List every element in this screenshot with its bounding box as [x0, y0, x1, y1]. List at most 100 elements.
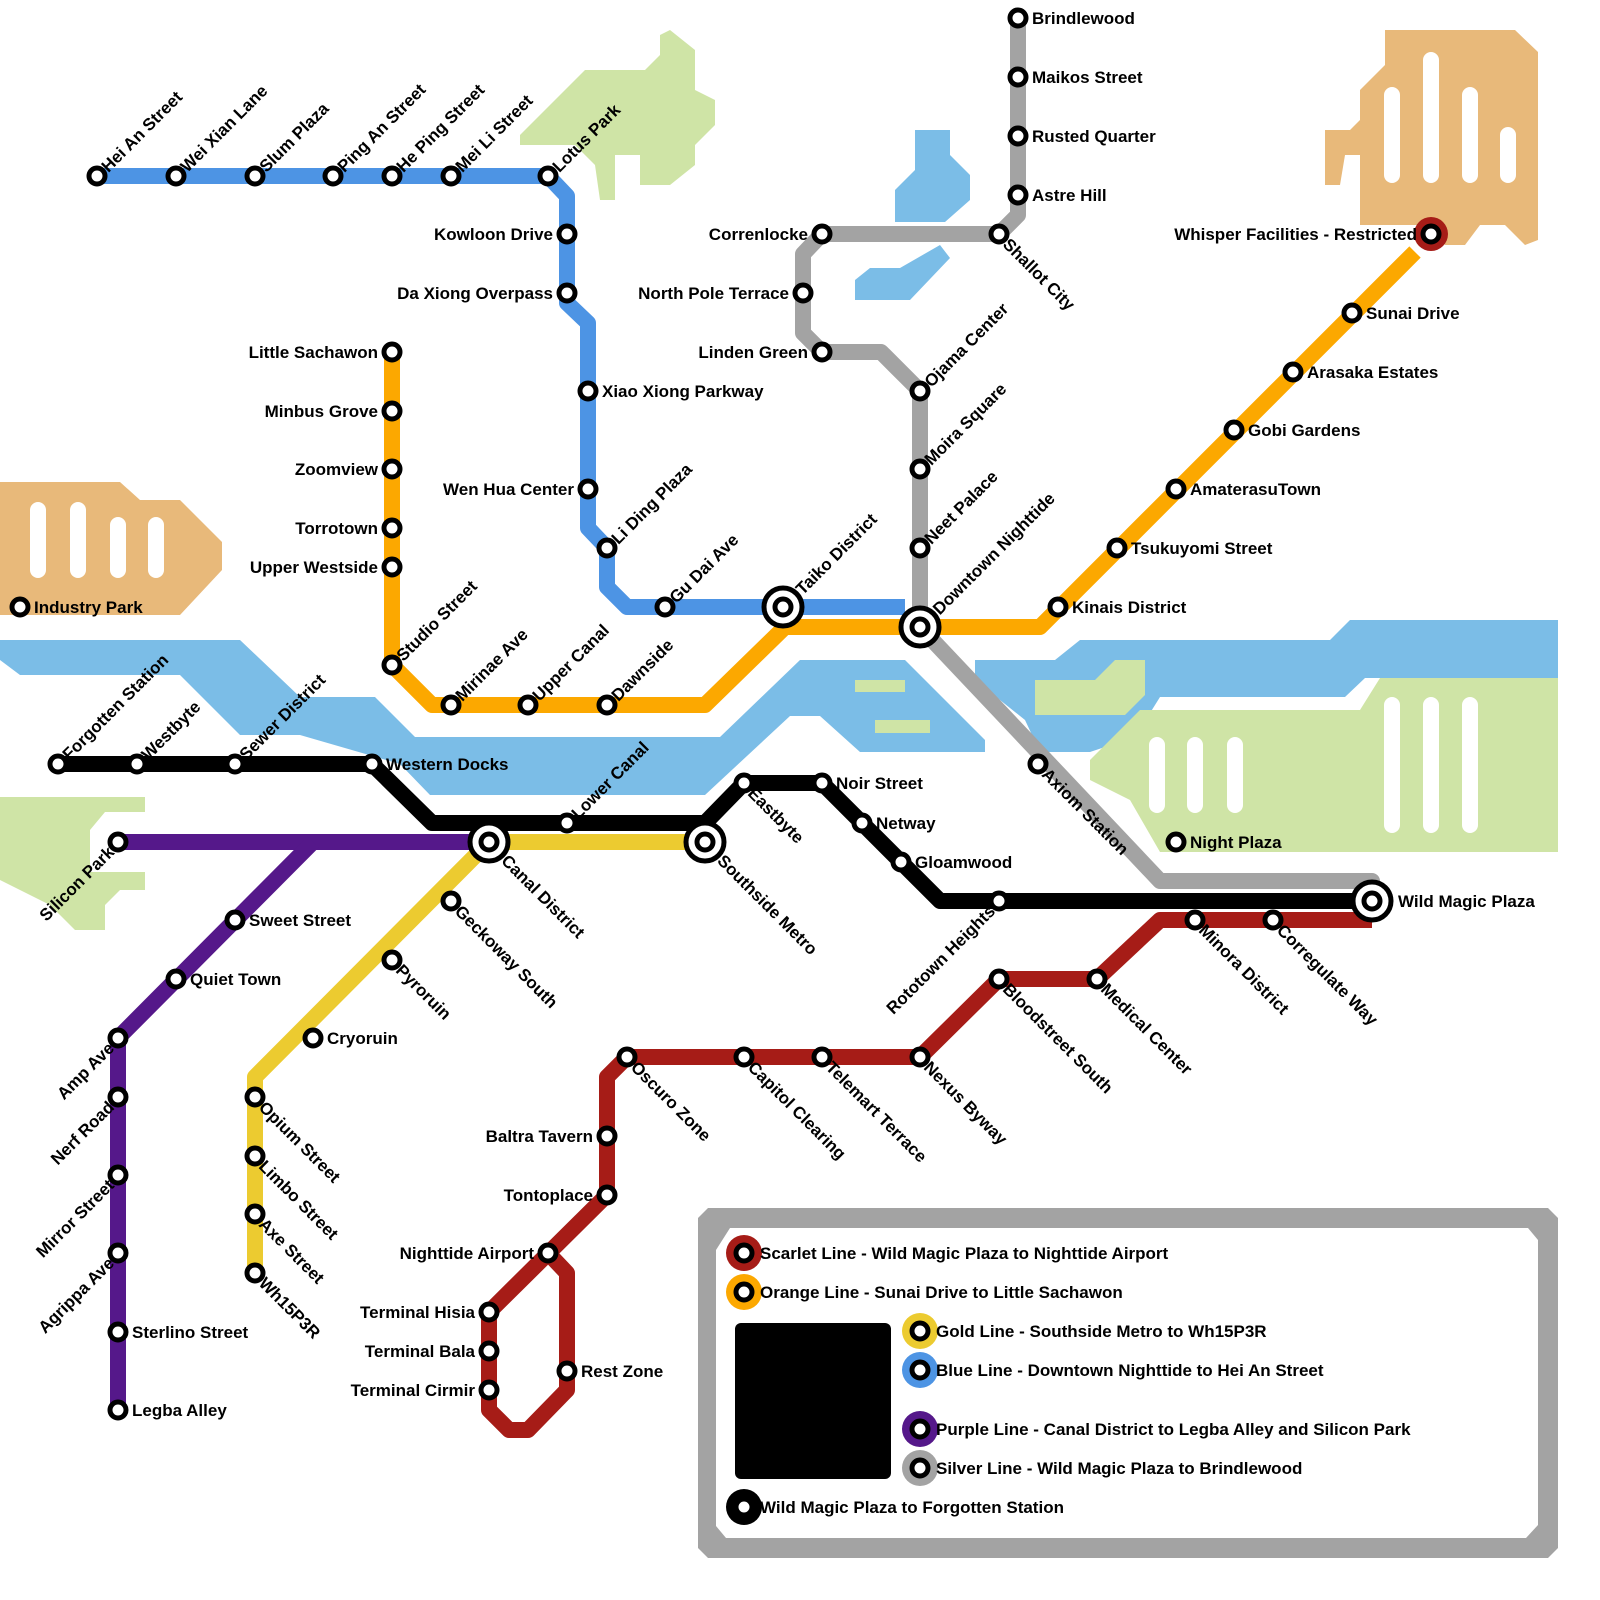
station[interactable]: Terminal Cirmir — [351, 1379, 500, 1401]
station[interactable]: Sweet Street — [224, 909, 351, 931]
legend-item-orange: Orange Line - Sunai Drive to Little Sach… — [726, 1274, 1123, 1310]
station[interactable]: Bloodstreet South — [988, 968, 1117, 1098]
station[interactable]: North Pole Terrace — [638, 282, 814, 304]
station[interactable]: Upper Westside — [250, 556, 403, 578]
station-label: Western Docks — [386, 755, 509, 774]
station-dot-icon — [107, 1164, 129, 1186]
station-label: Upper Westside — [250, 558, 378, 577]
station[interactable]: Gloamwood — [890, 851, 1012, 873]
station[interactable]: Tontoplace — [504, 1184, 618, 1206]
station-label: Nerf Road — [47, 1098, 118, 1169]
station-dot-icon — [1007, 125, 1029, 147]
station-label: Mirinae Ave — [452, 625, 532, 705]
station[interactable]: Terminal Bala — [365, 1340, 500, 1362]
station-dot-icon — [440, 165, 462, 187]
station-dot-icon — [381, 556, 403, 578]
station[interactable]: Night Plaza — [1165, 831, 1282, 853]
park-area — [875, 720, 930, 733]
station-label: Baltra Tavern — [486, 1127, 593, 1146]
station-dot-icon — [440, 890, 462, 912]
station[interactable]: Little Sachawon — [249, 341, 403, 363]
station[interactable]: Wen Hua Center — [443, 478, 599, 500]
station-label: Correnlocke — [709, 225, 808, 244]
station[interactable]: Xiao Xiong Parkway — [577, 380, 764, 402]
station[interactable]: Whisper Facilities - Restricted — [1174, 217, 1448, 251]
station[interactable]: Shallot City — [988, 223, 1079, 315]
station[interactable]: Cryoruin — [302, 1027, 398, 1049]
station[interactable]: Zoomview — [295, 458, 403, 480]
station-label: Medical Center — [1097, 980, 1196, 1079]
station[interactable]: Gobi Gardens — [1223, 419, 1360, 441]
station[interactable]: Rusted Quarter — [1007, 125, 1156, 147]
station-label: Arasaka Estates — [1307, 363, 1438, 382]
station[interactable]: Kinais District — [1047, 596, 1187, 618]
station-dot-icon — [909, 1418, 931, 1440]
station-label: Cryoruin — [327, 1029, 398, 1048]
station[interactable]: Wild Magic Plaza — [1350, 879, 1535, 923]
blue-line — [97, 168, 905, 615]
station[interactable]: Netway — [851, 812, 936, 834]
station-dot-icon — [478, 1379, 500, 1401]
station[interactable]: Quiet Town — [165, 968, 281, 990]
station[interactable]: Nexus Byway — [909, 1046, 1011, 1149]
park-area — [520, 30, 715, 200]
station[interactable]: Legba Alley — [107, 1399, 227, 1421]
station-label: Kowloon Drive — [434, 225, 553, 244]
station-label: Taiko District — [792, 510, 881, 599]
station-dot-icon — [381, 949, 403, 971]
station-dot-icon — [1106, 537, 1128, 559]
station-dot-icon — [381, 400, 403, 422]
station-dot-icon — [244, 1262, 266, 1284]
station-dot-icon — [577, 478, 599, 500]
station-label: Moira Square — [921, 379, 1011, 469]
station[interactable]: Brindlewood — [1007, 7, 1135, 29]
black-line — [58, 756, 1372, 909]
station[interactable]: Linden Green — [698, 341, 833, 363]
station-dot-icon — [381, 341, 403, 363]
station-label: Bloodstreet South — [999, 980, 1117, 1098]
station[interactable]: Tsukuyomi Street — [1106, 537, 1273, 559]
station-label: Tsukuyomi Street — [1131, 539, 1273, 558]
station[interactable]: Kowloon Drive — [434, 223, 578, 245]
station[interactable]: Industry Park — [9, 596, 143, 618]
station[interactable]: AmaterasuTown — [1165, 478, 1321, 500]
station[interactable]: Sterlino Street — [107, 1321, 249, 1343]
station[interactable]: Torrotown — [295, 517, 403, 539]
station[interactable]: Maikos Street — [1007, 66, 1143, 88]
station[interactable]: Medical Center — [1086, 968, 1196, 1079]
station[interactable]: Li Ding Plaza — [596, 459, 696, 559]
station[interactable]: Noir Street — [811, 772, 923, 794]
station-dot-icon — [478, 1340, 500, 1362]
station-label: Xiao Xiong Parkway — [602, 382, 764, 401]
station[interactable]: Nighttide Airport — [400, 1242, 559, 1264]
station[interactable]: Pyroruin — [381, 949, 455, 1024]
station-dot-icon — [811, 772, 833, 794]
station-dot-icon — [577, 380, 599, 402]
station[interactable]: Baltra Tavern — [486, 1125, 618, 1147]
station[interactable]: Geckoway South — [440, 890, 561, 1012]
station[interactable]: Sunai Drive — [1341, 302, 1460, 324]
station-dot-icon — [107, 831, 129, 853]
station[interactable]: Arasaka Estates — [1282, 361, 1438, 383]
station-dot-icon — [107, 1399, 129, 1421]
station-dot-icon — [909, 1457, 931, 1479]
water-area — [975, 620, 1558, 752]
park-area — [0, 797, 145, 930]
station[interactable]: Terminal Hisia — [360, 1301, 500, 1323]
station-dot-icon — [733, 1046, 755, 1068]
station-label: Terminal Hisia — [360, 1303, 475, 1322]
station[interactable]: Rest Zone — [556, 1360, 663, 1382]
station[interactable]: Astre Hill — [1007, 184, 1107, 206]
station[interactable]: Western Docks — [361, 753, 509, 775]
station[interactable]: Southside Metro — [683, 820, 821, 959]
station[interactable]: Minbus Grove — [265, 400, 403, 422]
station-dot-icon — [1007, 66, 1029, 88]
station-dot-icon — [1341, 302, 1363, 324]
station-dot-icon — [244, 165, 266, 187]
station-dot-icon — [556, 812, 578, 834]
station[interactable]: Correnlocke — [709, 223, 833, 245]
station-label: Gloamwood — [915, 853, 1012, 872]
station-dot-icon — [1027, 753, 1049, 775]
station-label: Industry Park — [34, 598, 143, 617]
station[interactable]: Da Xiong Overpass — [397, 282, 578, 304]
